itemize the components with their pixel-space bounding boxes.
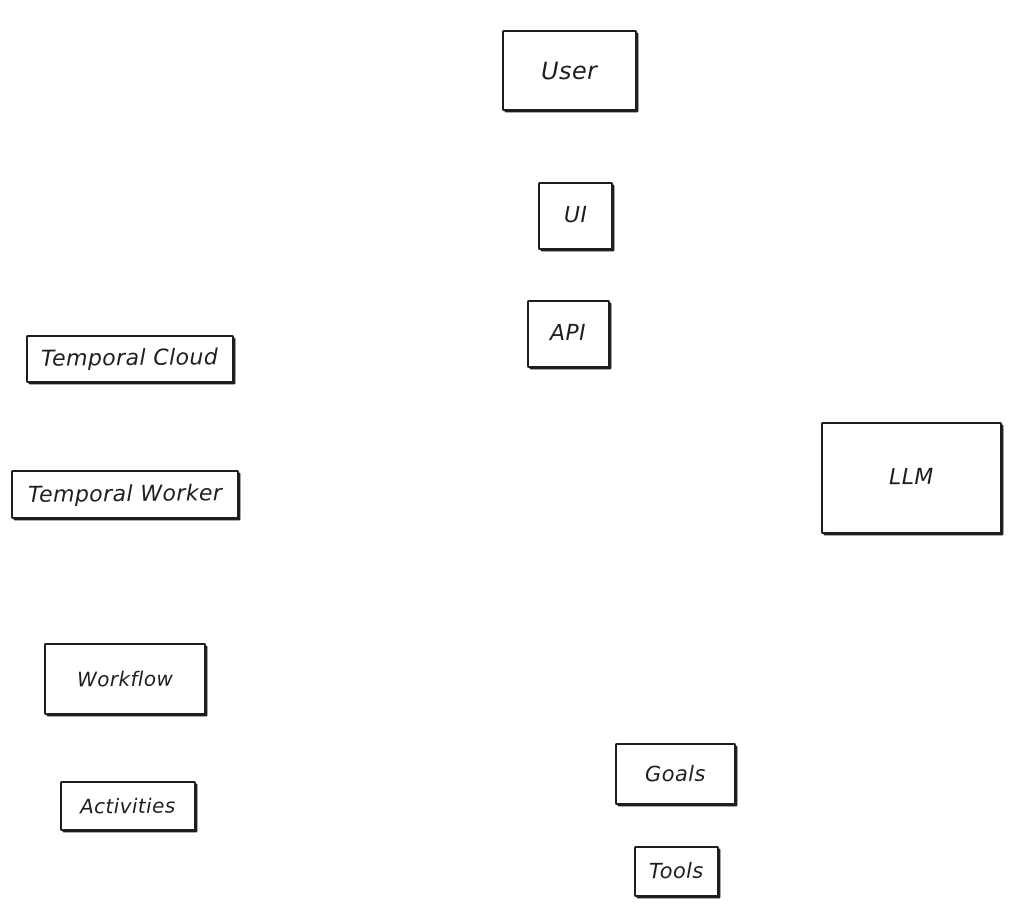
node-api-label: API — [550, 320, 587, 347]
node-temporal-cloud-label: Temporal Cloud — [41, 345, 219, 372]
node-activities-label: Activities — [80, 793, 176, 819]
node-user-label: User — [541, 56, 598, 85]
node-workflow-label: Workflow — [76, 666, 174, 692]
node-llm[interactable]: LLM — [821, 422, 1002, 534]
clipped-top-text-row — [0, 0, 1015, 9]
node-user[interactable]: User — [502, 30, 637, 111]
node-ui-label: UI — [563, 202, 588, 229]
node-goals-label: Goals — [645, 761, 706, 786]
node-temporal-cloud[interactable]: Temporal Cloud — [26, 335, 234, 383]
node-llm-label: LLM — [889, 464, 934, 491]
node-activities[interactable]: Activities — [60, 781, 196, 831]
node-tools-label: Tools — [649, 858, 704, 884]
node-workflow[interactable]: Workflow — [44, 643, 206, 715]
node-ui[interactable]: UI — [538, 182, 613, 250]
node-temporal-worker-label: Temporal Worker — [27, 480, 223, 508]
node-goals[interactable]: Goals — [615, 743, 736, 805]
node-temporal-worker[interactable]: Temporal Worker — [11, 470, 239, 519]
node-api[interactable]: API — [527, 300, 610, 368]
node-tools[interactable]: Tools — [634, 846, 719, 897]
